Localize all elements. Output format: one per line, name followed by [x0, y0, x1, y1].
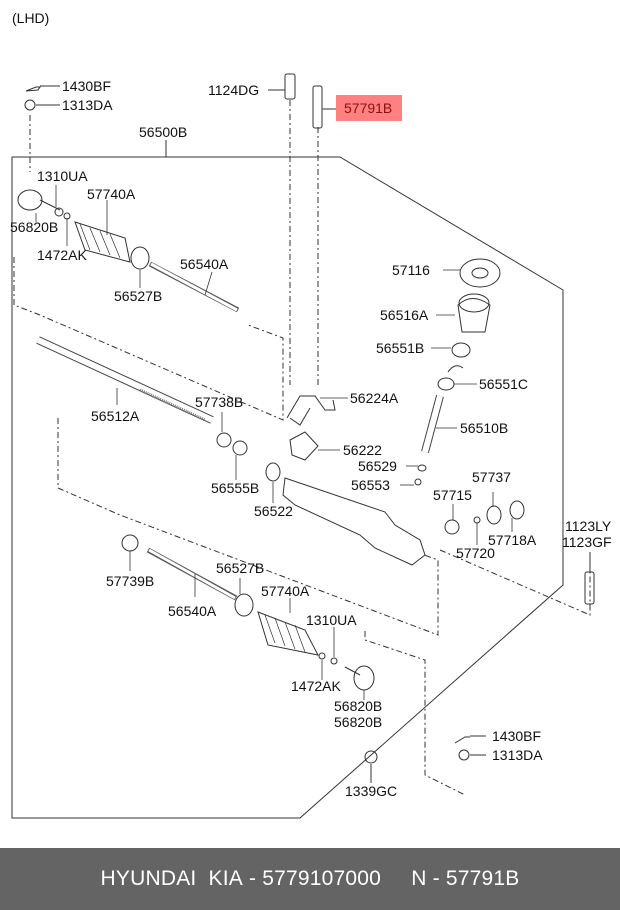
- callout-56551B[interactable]: 56551B: [376, 340, 425, 356]
- boot-bot: [257, 611, 319, 656]
- callout-57715[interactable]: 57715: [433, 487, 472, 503]
- parts-diagram: (LHD) 1430BF 1313DA 1124DG 57791B 56500B…: [10, 10, 612, 819]
- callout-56553[interactable]: 56553: [351, 477, 390, 493]
- callout-56540A[interactable]: 56540A: [180, 256, 229, 272]
- bearing-56551C: [437, 377, 455, 391]
- callout-57116[interactable]: 57116: [392, 262, 430, 278]
- cover-57116: [459, 258, 501, 288]
- assembly-outline: [11, 156, 564, 819]
- mount-clamp-56224A: [286, 395, 336, 419]
- callout-57791B-highlighted[interactable]: 57791B: [336, 95, 403, 121]
- callout-56224A[interactable]: 56224A: [350, 390, 399, 406]
- dashed-bolt-leader: [439, 549, 591, 616]
- footer-separator-2: -: [426, 867, 446, 890]
- callout-56527B-lower[interactable]: 56527B: [216, 560, 265, 576]
- plug-56553: [414, 478, 422, 486]
- locknut-57718A: [509, 500, 525, 520]
- clamp-bot: [234, 593, 254, 617]
- callout-1472AK[interactable]: 1472AK: [37, 247, 87, 263]
- callout-56820B[interactable]: 56820B: [10, 219, 59, 235]
- tie-rod-end-bot: [353, 665, 375, 691]
- callout-56540A-lower[interactable]: 56540A: [168, 603, 217, 619]
- callout-1339GC[interactable]: 1339GC: [345, 783, 398, 799]
- callout-57740A[interactable]: 57740A: [87, 186, 136, 202]
- cotter-pin-bot: [454, 736, 470, 744]
- callout-56500B[interactable]: 56500B: [139, 124, 188, 140]
- nut-57720: [473, 516, 481, 524]
- callout-1313DA[interactable]: 1313DA: [62, 97, 113, 113]
- callout-56529[interactable]: 56529: [358, 458, 397, 474]
- callout-56516A[interactable]: 56516A: [380, 307, 429, 323]
- callout-1123GF[interactable]: 1123GF: [562, 534, 612, 550]
- callout-56222[interactable]: 56222: [343, 442, 382, 458]
- part-number-footer: HYUNDAI KIA - 5779107000 N - 57791B: [0, 848, 620, 910]
- footer-n-value: 57791B: [445, 867, 520, 890]
- tie-rod-end-top: [17, 189, 43, 211]
- callout-1430BF[interactable]: 1430BF: [62, 78, 112, 94]
- castle-nut-top: [24, 99, 36, 111]
- bushing-56551B: [451, 342, 471, 358]
- callout-56510B[interactable]: 56510B: [460, 420, 509, 436]
- callout-1123LY[interactable]: 1123LY: [565, 518, 612, 534]
- footer-n-label: N: [411, 867, 427, 890]
- clamp-top: [130, 246, 150, 270]
- callout-57718A[interactable]: 57718A: [488, 532, 537, 548]
- callout-1124DG[interactable]: 1124DG: [208, 82, 260, 98]
- bolt-1124DG: [284, 73, 296, 100]
- rack-housing: [282, 477, 426, 566]
- footer-gap: [381, 867, 411, 891]
- callout-1313DA-lower[interactable]: 1313DA: [492, 747, 543, 763]
- footer-oem-number: 5779107000: [262, 867, 382, 890]
- callout-56820B-lower-1[interactable]: 56820B: [334, 698, 383, 714]
- bolt-57791B: [312, 85, 323, 129]
- footer-brand: HYUNDAI KIA: [100, 867, 243, 890]
- yoke-57715: [444, 519, 460, 535]
- cotter-pin-top: [25, 86, 41, 92]
- callout-57739B[interactable]: 57739B: [106, 573, 155, 589]
- nut-1339GC: [364, 750, 378, 764]
- callout-1472AK-lower[interactable]: 1472AK: [291, 678, 341, 694]
- footer-separator: -: [242, 867, 263, 890]
- boot-top: [74, 221, 131, 263]
- callout-56512A[interactable]: 56512A: [91, 408, 140, 424]
- castle-nut-bot: [458, 749, 470, 761]
- mount-bushing-56222: [289, 431, 319, 461]
- callout-1310UA-lower[interactable]: 1310UA: [306, 612, 357, 628]
- variant-label: (LHD): [12, 10, 50, 26]
- yoke-plug-57737: [486, 505, 502, 525]
- callout-1310UA[interactable]: 1310UA: [37, 168, 88, 184]
- dashed-box-right: [364, 631, 466, 796]
- snap-ring: [447, 365, 464, 373]
- callout-56555B[interactable]: 56555B: [211, 480, 260, 496]
- callout-56527B[interactable]: 56527B: [114, 288, 163, 304]
- callout-56551C[interactable]: 56551C: [479, 376, 529, 392]
- diagram-linework: [11, 73, 595, 819]
- callout-57738B[interactable]: 57738B: [195, 394, 244, 410]
- callout-leaders: [35, 185, 513, 700]
- callout-57737[interactable]: 57737: [472, 469, 511, 485]
- callout-56522[interactable]: 56522: [254, 503, 293, 519]
- dashed-box-lower: [57, 418, 439, 636]
- callout-56820B-lower-2[interactable]: 56820B: [334, 714, 383, 730]
- callout-1430BF-lower[interactable]: 1430BF: [492, 728, 542, 744]
- callout-57720[interactable]: 57720: [456, 545, 495, 561]
- washer-57739B: [121, 534, 139, 552]
- housing-56516A: [457, 298, 491, 333]
- callout-57740A-lower[interactable]: 57740A: [261, 583, 310, 599]
